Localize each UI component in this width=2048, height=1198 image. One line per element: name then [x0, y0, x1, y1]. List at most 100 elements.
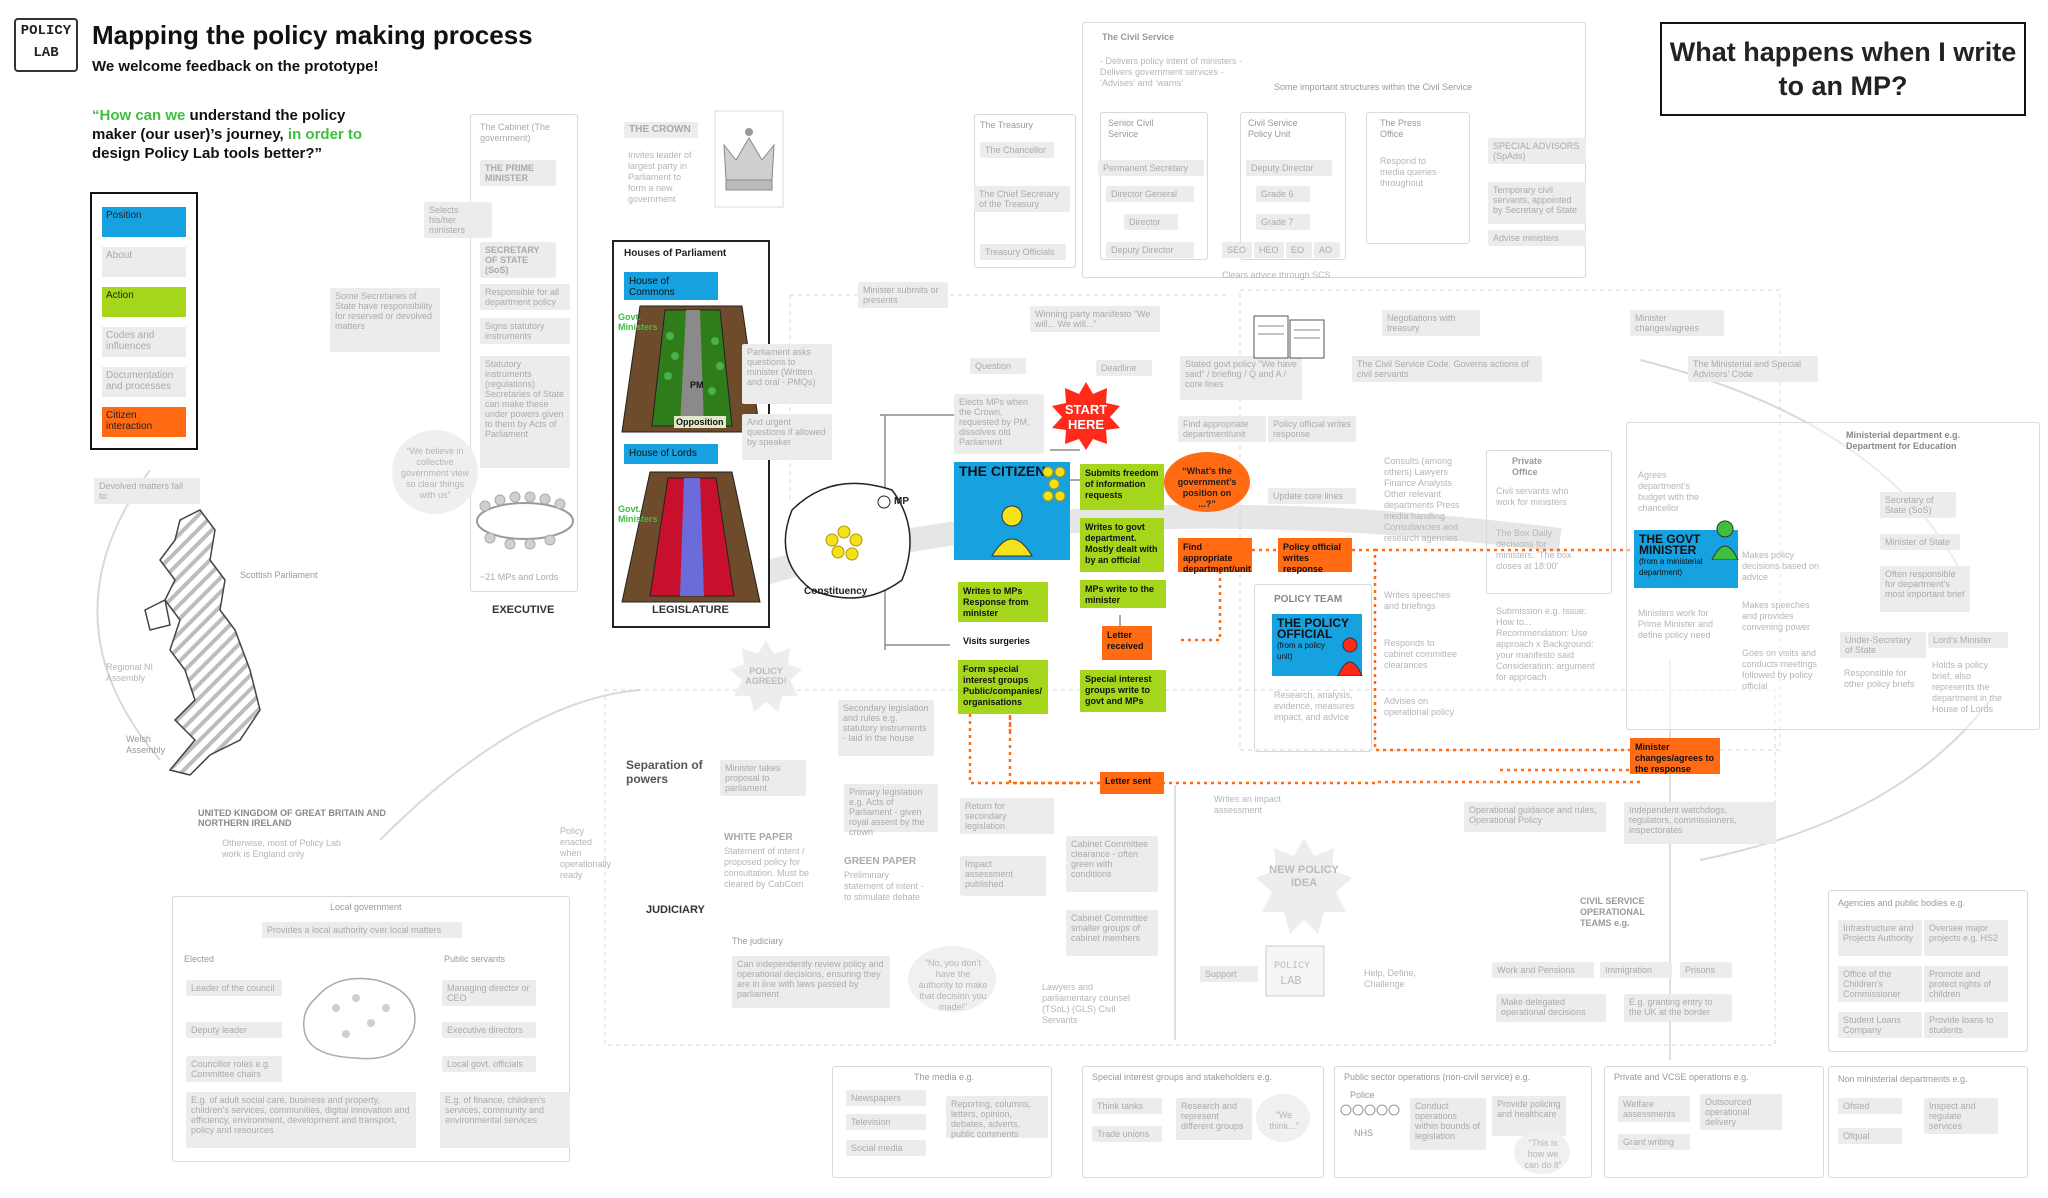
minister-changes-action: Minister changes/agrees to the response — [1630, 738, 1720, 774]
new-policy-burst — [1256, 838, 1352, 934]
separation-of-powers: Separation of powers — [626, 758, 703, 786]
oversee-projects: Oversee major projects e.g. HS2 — [1924, 920, 2008, 956]
policy-team-box — [1254, 584, 1372, 752]
secondary-legislation: Secondary legislation and rules e.g. sta… — [838, 700, 934, 756]
writes-impact: Writes an impact assessment — [1214, 794, 1281, 815]
consults: Consults (among others) Lawyers Finance … — [1384, 456, 1460, 543]
senior-cs-box — [1100, 112, 1208, 260]
judiciary-desc: Can independently review policy and oper… — [732, 956, 890, 1008]
writes-to-dept: Writes to govt department. Mostly dealt … — [1080, 518, 1164, 572]
leader-of-council: Leader of the council — [186, 980, 282, 996]
white-paper: WHITE PAPER — [724, 832, 793, 843]
scenario-question: What happens when I write to an MP? — [1660, 22, 2026, 116]
promote-rights: Promote and protect rights of children — [1924, 966, 2008, 1002]
often-responsible: Often responsible for department’s most … — [1880, 566, 1970, 612]
non-ministerial-title: Non ministerial departments e.g. — [1838, 1074, 1968, 1084]
spads-temporary: Temporary civil servants, appointed by S… — [1488, 182, 1586, 224]
cabinet-label: The Cabinet (The government) — [480, 122, 551, 143]
grade-heo: HEO — [1254, 242, 1284, 258]
uk-label: UNITED KINGDOM OF GREAT BRITAIN AND NORT… — [198, 808, 386, 828]
constituency-label: Constituency — [804, 586, 868, 597]
police-crowd-icon — [1340, 1104, 1400, 1116]
private-office-box — [1486, 450, 1612, 594]
elected-label: Elected — [184, 954, 215, 964]
whats-position-text: “What’s the government’s position on ...… — [1177, 466, 1237, 509]
letter-received: Letter received — [1102, 626, 1152, 660]
grade-seo: SEO — [1222, 242, 1252, 258]
question-label: Question — [970, 358, 1026, 374]
form-special-groups: Form special interest groups Public/comp… — [958, 660, 1048, 714]
immigration: Immigration — [1600, 962, 1672, 978]
operational-guidance: Operational guidance and rules, Operatio… — [1464, 802, 1606, 832]
advise-ministers: Advise ministers — [1488, 230, 1586, 246]
quote-part-2: understand the policy maker (our user)’s… — [92, 107, 346, 143]
cs-operational-teams: CIVIL SERVICE OPERATIONAL TEAMS e.g. — [1580, 896, 1645, 928]
uk-map-icon — [144, 509, 261, 776]
adult-care-examples: E.g. of adult social care, business and … — [186, 1092, 416, 1148]
press-office-box — [1366, 112, 1470, 244]
help-define: Help, Define, Challenge — [1364, 968, 1417, 989]
prisons: Prisons — [1680, 962, 1732, 978]
work-and-pensions: Work and Pensions — [1492, 962, 1594, 978]
legend: Position About Action Codes and influenc… — [90, 192, 198, 450]
lords-minister: Lord’s Minister — [1928, 632, 2008, 648]
trade-unions: Trade unions — [1092, 1126, 1162, 1142]
legend-citizen: Citizen interaction — [102, 407, 186, 437]
statutory-instruments: Statutory instruments (regulations) Secr… — [480, 356, 570, 468]
vcse-title: Private and VCSE operations e.g. — [1614, 1072, 1749, 1082]
policy-official-unit: (from a policy unit) — [1277, 641, 1326, 661]
special-interest-section — [1082, 1066, 1324, 1178]
holds-brief: Holds a policy brief, also represents th… — [1932, 660, 2003, 714]
visits-surgeries: Visits surgeries — [963, 636, 1030, 646]
citizen-crowd-icon — [1042, 466, 1066, 502]
logo-text-bottom: LAB — [33, 45, 59, 61]
infrastructure-authority: Infrastructure and Projects Authority — [1838, 920, 1922, 956]
legend-documentation: Documentation and processes — [102, 367, 186, 397]
secretary-of-state: SECRETARY OF STATE (SoS) — [480, 242, 556, 278]
deputy-leader: Deputy leader — [186, 1022, 282, 1038]
otherwise-note: Otherwise, most of Policy Lab work is En… — [222, 838, 342, 859]
update-core-lines: Update core lines — [1268, 488, 1356, 504]
agencies-title: Agencies and public bodies e.g. — [1838, 898, 1966, 908]
deputy-director: Deputy Director — [1106, 242, 1194, 258]
negotiations-treasury: Negotiations with treasury — [1382, 310, 1480, 336]
crown-invites: Invites leader of largest party in Parli… — [628, 150, 692, 204]
deadline-label: Deadline — [1096, 360, 1152, 376]
minister-sos: Secretary of State (SoS) — [1880, 492, 1956, 518]
the-govt-minister: THE GOVT MINISTER (from a ministerial de… — [1634, 520, 1739, 588]
legend-about: About — [102, 247, 186, 277]
welfare-assessments: Welfare assessments — [1618, 1096, 1690, 1122]
writes-to-mps: Writes to MPs Response from minister — [958, 582, 1048, 622]
house-of-lords: House of Lords — [624, 444, 718, 464]
minister-of-state: Minister of State — [1880, 534, 1960, 550]
newspapers: Newspapers — [846, 1090, 926, 1106]
quote-part-3: in order to — [287, 126, 363, 143]
start-here-label: START HERE — [1064, 402, 1108, 432]
letter-sent: Letter sent — [1100, 772, 1164, 794]
agrees-budget: Agrees department’s budget with the chan… — [1638, 470, 1700, 513]
makes-speeches: Makes speeches and provides convening po… — [1742, 600, 1811, 632]
grade-eo: EO — [1286, 242, 1312, 258]
television: Television — [846, 1114, 926, 1130]
the-box: The Box Daily decisions for ministers. ‘… — [1496, 528, 1572, 571]
policy-lab-logo: POLICY LAB — [14, 18, 78, 72]
page-subtitle: We welcome feedback on the prototype! — [92, 58, 379, 75]
new-policy-idea: NEW POLICY IDEA — [1269, 864, 1339, 889]
public-sector-title: Public sector operations (non-civil serv… — [1344, 1072, 1531, 1082]
quote-part-1: “How can we — [92, 107, 186, 124]
clears-advice: Clears advice through SCS — [1222, 270, 1331, 280]
pm-marker: PM — [690, 380, 704, 390]
cabinet-table-icon — [476, 491, 574, 550]
think-tanks: Think tanks — [1092, 1098, 1162, 1114]
govt-minister-label: THE GOVT MINISTER — [1639, 532, 1701, 557]
granting-entry: E.g. granting entry to the UK at the bor… — [1624, 994, 1732, 1022]
impact-published: Impact assessment published — [960, 856, 1046, 896]
research-analysis: Research, analysis, evidence, measures i… — [1274, 690, 1355, 722]
treasury-label: The Treasury — [980, 120, 1034, 130]
welsh-assembly-label: Welsh Assembly — [126, 734, 166, 755]
local-officials: Local govt. officials — [442, 1056, 536, 1072]
treasury-officials: Treasury Officials — [980, 244, 1066, 260]
executive-label: EXECUTIVE — [492, 604, 555, 616]
writes-speeches: Writes speeches and briefings — [1384, 590, 1451, 611]
senior-cs-label: Senior Civil Service — [1108, 118, 1154, 139]
